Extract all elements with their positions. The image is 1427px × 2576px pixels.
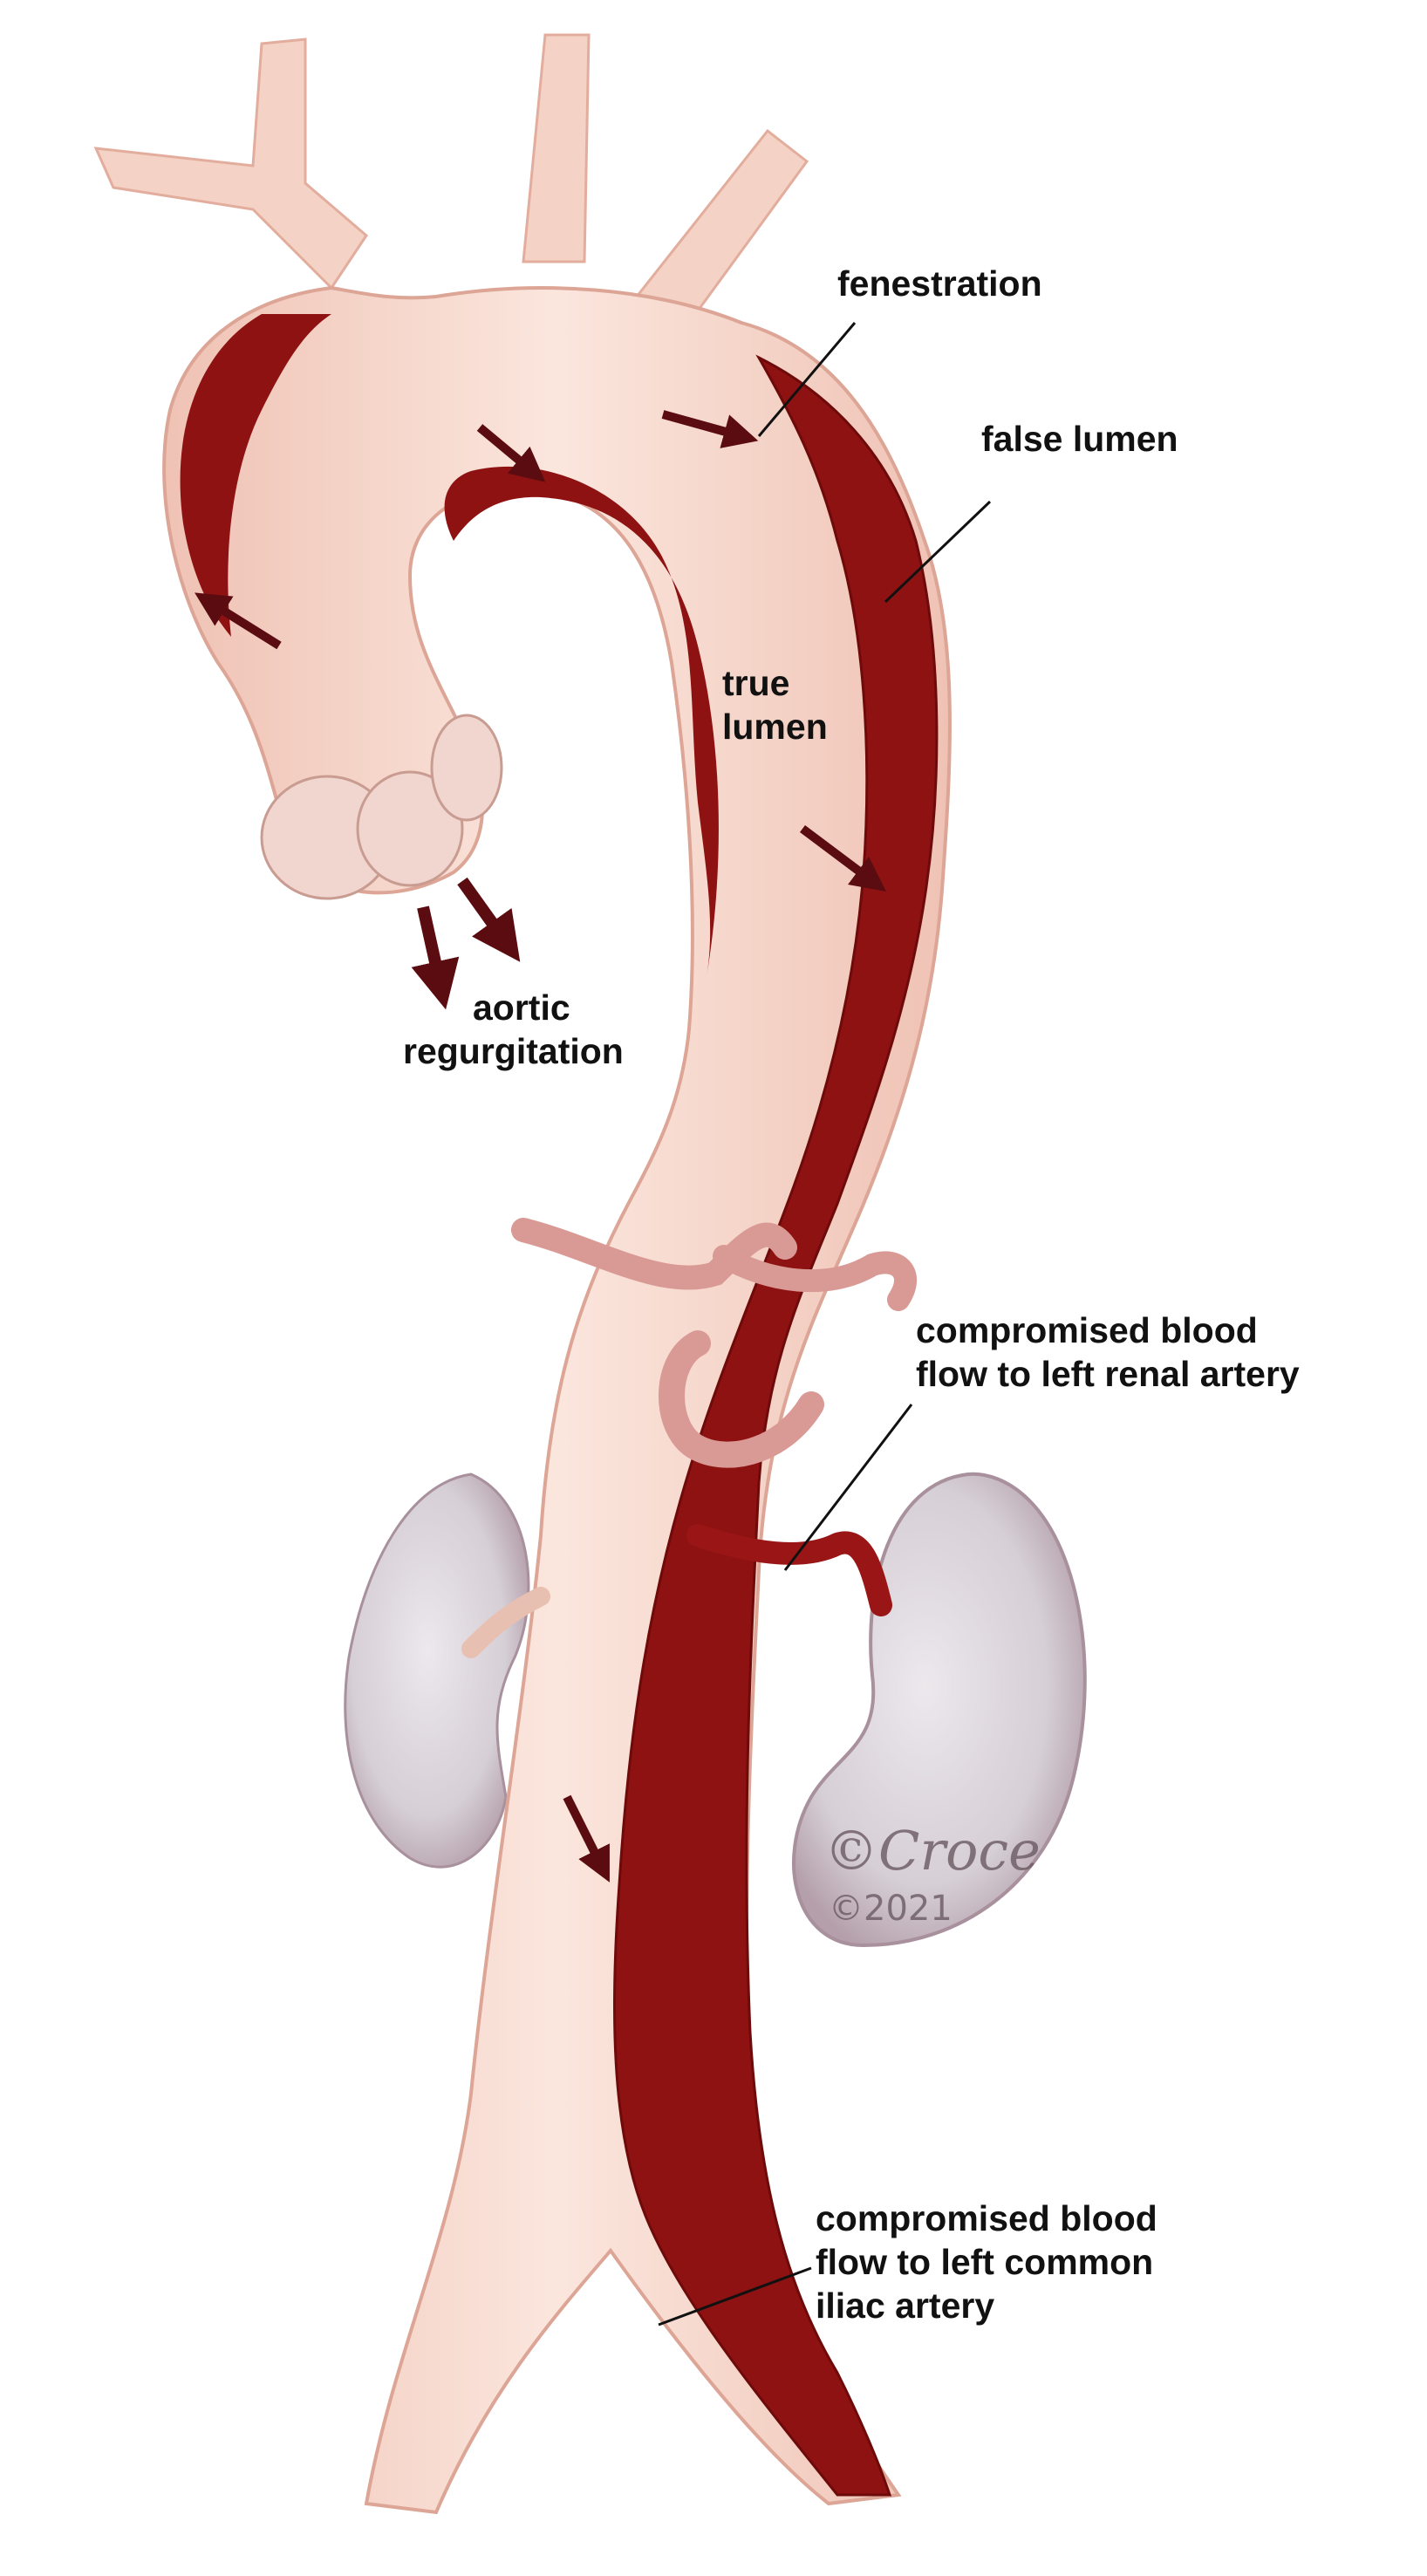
leader-fenestration <box>757 322 857 437</box>
regurgitation-arrow-2 <box>457 877 521 962</box>
label-fenestration: fenestration <box>837 263 1042 304</box>
flow-arrows <box>195 410 886 1882</box>
label-iliac-line-2: flow to left common <box>816 2242 1154 2282</box>
leader-lines <box>658 322 992 2327</box>
label-renal-line-1: compromised blood <box>916 1310 1258 1350</box>
flow-arrow-abdominal <box>563 1794 610 1882</box>
leader-iliac <box>658 2266 812 2327</box>
artist-signature-year: ©2021 <box>829 1889 952 1929</box>
label-true-lumen: true lumen <box>722 661 828 748</box>
visceral-branches <box>461 1218 917 1658</box>
regurgitation-arrow-1 <box>411 905 460 1010</box>
arch-branches <box>93 33 809 325</box>
left-kidney <box>792 1472 1087 1948</box>
label-true-lumen-line-2: lumen <box>722 707 828 747</box>
label-renal-line-2: flow to left renal artery <box>916 1354 1300 1394</box>
label-aortic-regurgitation-line-2: regurgitation <box>403 1031 624 1071</box>
label-true-lumen-line-1: true <box>722 663 790 703</box>
label-false-lumen: false lumen <box>981 419 1178 459</box>
aorta <box>162 285 952 2515</box>
flow-arrow-ascending <box>195 592 282 650</box>
leader-renal <box>783 1404 913 1571</box>
flow-arrow-arch-1 <box>476 424 546 482</box>
label-renal: compromised blood flow to left renal art… <box>916 1308 1300 1396</box>
label-aortic-regurgitation: aortic regurgitation <box>403 986 624 1073</box>
label-iliac: compromised blood flow to left common il… <box>816 2197 1157 2327</box>
artist-signature: ©Croce <box>824 1819 1041 1882</box>
label-aortic-regurgitation-line-1: aortic <box>473 987 570 1028</box>
leader-false-lumen <box>884 500 992 604</box>
aortic-valve <box>260 714 503 900</box>
right-kidney <box>344 1472 530 1869</box>
label-iliac-line-1: compromised blood <box>816 2198 1157 2238</box>
false-lumen-channel <box>180 314 939 2497</box>
label-iliac-line-3: iliac artery <box>816 2286 995 2326</box>
flow-arrow-arch-2 <box>661 410 759 448</box>
flow-arrow-descending <box>800 825 886 892</box>
